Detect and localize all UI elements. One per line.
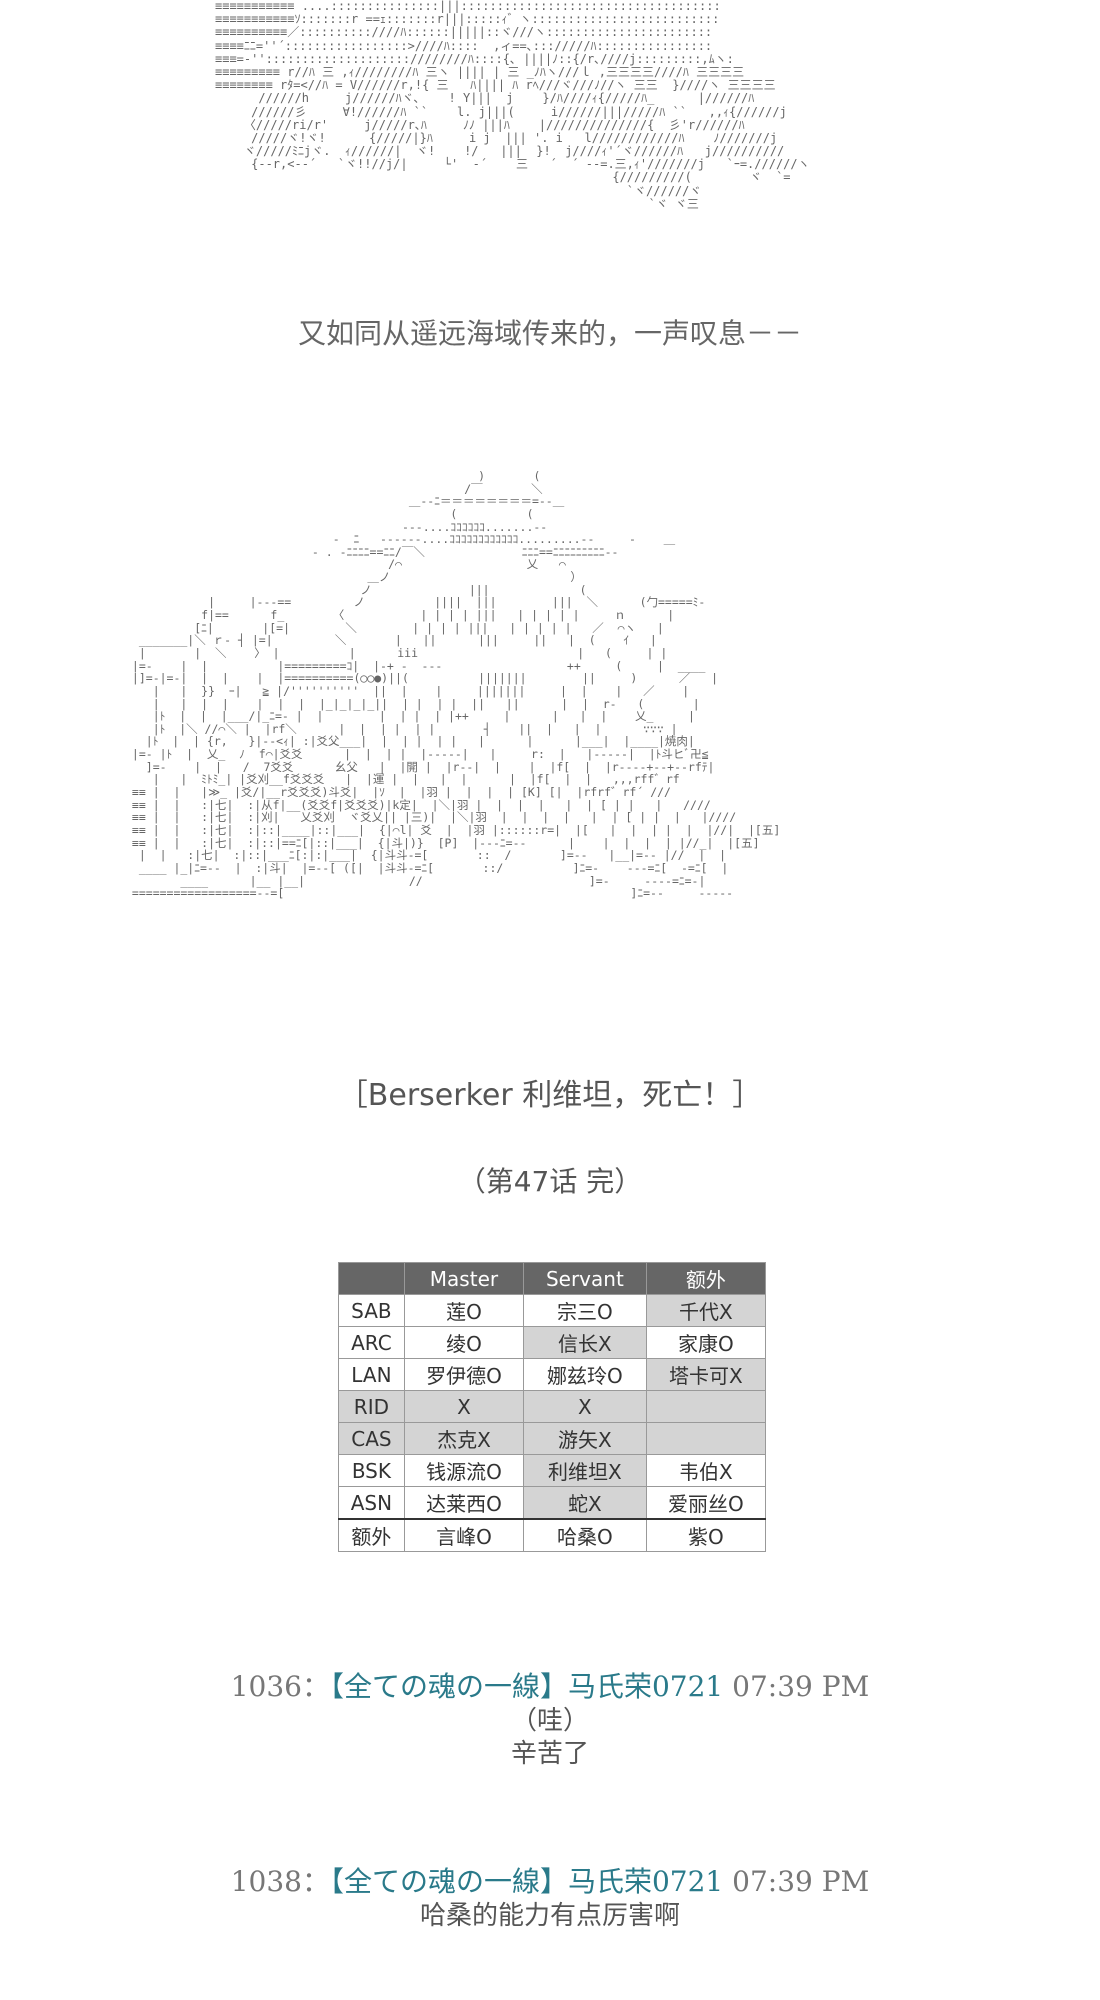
table-cell: 家康O xyxy=(645,1326,767,1359)
table-cell: 哈桑O xyxy=(523,1518,647,1552)
table-cell: 绫O xyxy=(403,1326,525,1359)
ascii-art-street: ) ( /￣ ＼ ＿--ﾆ＝＝＝＝＝＝＝＝=--＿ ( ( xyxy=(131,470,781,901)
table-cell: X xyxy=(403,1390,525,1423)
header-cell: 额外 xyxy=(645,1262,767,1295)
header-cell: Servant xyxy=(523,1262,647,1295)
narration-text: 又如同从遥远海域传来的，一声叹息－－ xyxy=(297,317,802,350)
table-cell: 韦伯X xyxy=(645,1454,767,1487)
table-cell: RID xyxy=(338,1390,405,1423)
table-cell: X xyxy=(523,1390,647,1423)
comment-line: 哈桑的能力有点厉害啊 xyxy=(419,1901,680,1931)
comment-header: 1038：【全ての魂の一線】马氏荣0721 07:39 PM xyxy=(0,1860,1100,1900)
table-cell: 杰克X xyxy=(403,1422,525,1455)
table-cell: 蛇X xyxy=(523,1486,647,1520)
header-cell xyxy=(338,1262,405,1295)
header-cell: Master xyxy=(403,1262,525,1295)
table-cell: 莲O xyxy=(403,1294,525,1327)
comment-body: 哈桑的能力有点厉害啊 xyxy=(0,1900,1100,1933)
table-cell: BSK xyxy=(338,1454,405,1487)
poster-name[interactable]: 【全ての魂の一線】马氏荣0721 xyxy=(329,1865,724,1898)
ascii-art-top: ≡≡≡≡≡≡≡≡≡≡≡ ....:::::::::::::::|||::::::… xyxy=(215,0,810,211)
comment-body: （哇） 辛苦了 xyxy=(0,1705,1100,1770)
post-time: 07:39 PM xyxy=(723,1865,870,1898)
table-cell xyxy=(645,1390,767,1423)
comment-header: 1036：【全ての魂の一線】马氏荣0721 07:39 PM xyxy=(0,1665,1100,1705)
comment-line: （哇） xyxy=(510,1706,589,1736)
table-cell: 千代X xyxy=(645,1294,767,1327)
table-cell: 利维坦X xyxy=(523,1454,647,1487)
table-cell: 额外 xyxy=(338,1518,405,1552)
table-cell: 达莱西O xyxy=(403,1486,525,1520)
comment-post: 1038：【全ての魂の一線】马氏荣0721 07:39 PM 哈桑的能力有点厉害… xyxy=(0,1860,1100,1933)
table-cell: 钱源流O xyxy=(403,1454,525,1487)
table-cell: 言峰O xyxy=(403,1518,525,1552)
comment-post: 1036：【全ての魂の一線】马氏荣0721 07:39 PM （哇） 辛苦了 xyxy=(0,1665,1100,1770)
table-cell: 信长X xyxy=(523,1326,647,1359)
post-time: 07:39 PM xyxy=(723,1670,870,1703)
table-header-row: Master Servant 额外 xyxy=(338,1262,767,1295)
death-caption: ［Berserker 利维坦，死亡！］ xyxy=(337,1078,763,1113)
table-cell: LAN xyxy=(338,1358,405,1391)
post-number: 1038： xyxy=(230,1865,330,1898)
table-cell: 罗伊德O xyxy=(403,1358,525,1391)
table-cell: SAB xyxy=(338,1294,405,1327)
table-cell xyxy=(645,1422,767,1455)
table-cell: CAS xyxy=(338,1422,405,1455)
comment-line: 辛苦了 xyxy=(510,1738,589,1769)
table-cell: 爱丽丝O xyxy=(645,1486,767,1520)
table-cell: 娜兹玲O xyxy=(523,1358,647,1391)
table-cell: 宗三O xyxy=(523,1294,647,1327)
table-cell: 紫O xyxy=(645,1518,767,1552)
table-cell: ARC xyxy=(338,1326,405,1359)
poster-name[interactable]: 【全ての魂の一線】马氏荣0721 xyxy=(329,1670,724,1703)
table-cell: 塔卡可X xyxy=(645,1358,767,1391)
post-number: 1036： xyxy=(230,1670,330,1703)
table-cell: 游矢X xyxy=(523,1422,647,1455)
chapter-end-text: （第47话 完） xyxy=(457,1165,643,1198)
table-cell: ASN xyxy=(338,1486,405,1520)
